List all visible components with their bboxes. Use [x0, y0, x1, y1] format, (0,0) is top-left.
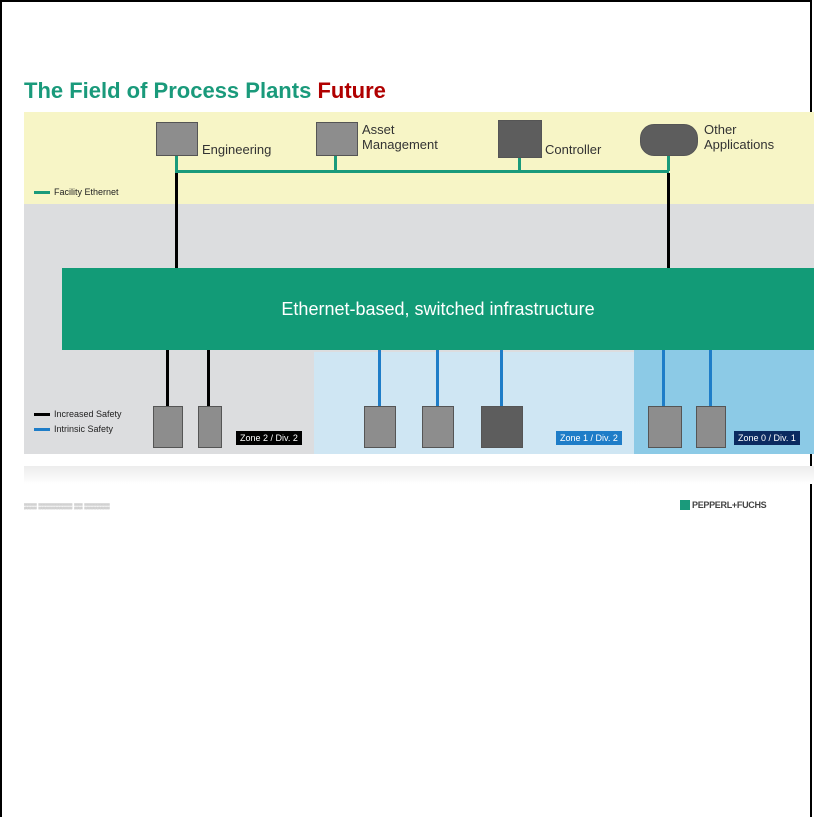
- zone0-label: Zone 0 / Div. 1: [734, 431, 800, 445]
- slide-title: The Field of Process Plants Future: [24, 78, 386, 104]
- drop-zone1-a: [378, 350, 381, 408]
- increased-safety-label: Increased Safety: [54, 409, 122, 419]
- drop-zone0-b: [709, 350, 712, 408]
- drop-zone2-a: [166, 350, 169, 408]
- field-device-icon: [153, 406, 183, 448]
- title-highlight: Future: [317, 78, 386, 103]
- node-label-asset: Asset Management: [362, 122, 438, 152]
- field-device-icon: [364, 406, 396, 448]
- intrinsic-safety-legend: Intrinsic Safety: [34, 424, 113, 434]
- pepperl-fuchs-logo: PEPPERL+FUCHS: [680, 500, 767, 510]
- cloud-icon: [640, 124, 698, 156]
- drop-engineering: [175, 155, 178, 171]
- node-label-other: Other Applications: [704, 122, 775, 152]
- logo-mark-icon: [680, 500, 690, 510]
- footer-divider: [24, 466, 814, 484]
- drop-asset: [334, 155, 337, 171]
- facility-legend-label: Facility Ethernet: [54, 187, 119, 197]
- intrinsic-safety-label: Intrinsic Safety: [54, 424, 114, 434]
- ethernet-infrastructure: Ethernet-based, switched infrastructure: [62, 268, 814, 350]
- blue-swatch: [34, 427, 50, 431]
- drop-other: [667, 155, 670, 171]
- black-swatch: [34, 412, 50, 416]
- field-device-icon: [648, 406, 682, 448]
- node-label-controller: Controller: [545, 142, 602, 157]
- drop-zone1-c: [500, 350, 503, 408]
- zone1-label: Zone 1 / Div. 2: [556, 431, 622, 445]
- footer-note: ▒▒▒ ▒▒▒▒▒▒▒▒ ▒▒ ▒▒▒▒▒▒: [24, 504, 110, 510]
- field-device-icon: [198, 406, 222, 448]
- title-main: The Field of Process Plants: [24, 78, 312, 103]
- field-device-icon: [696, 406, 726, 448]
- drop-zone2-b: [207, 350, 210, 408]
- drop-zone1-b: [436, 350, 439, 408]
- laptop-icon: [316, 122, 358, 156]
- drop-zone0-a: [662, 350, 665, 408]
- facility-bus: [175, 170, 669, 173]
- drop-controller: [518, 155, 521, 171]
- increased-safety-legend: Increased Safety: [34, 409, 122, 419]
- uplink-left: [175, 173, 178, 268]
- facility-ethernet-legend: Facility Ethernet: [34, 187, 119, 197]
- logo-text: PEPPERL+FUCHS: [692, 500, 767, 510]
- laptop-icon: [156, 122, 198, 156]
- teal-swatch: [34, 190, 50, 194]
- node-label-engineering: Engineering: [202, 142, 272, 157]
- remote-io-icon: [481, 406, 523, 448]
- uplink-right: [667, 173, 670, 268]
- zone2-label: Zone 2 / Div. 2: [236, 431, 302, 445]
- field-device-icon: [422, 406, 454, 448]
- controller-icon: [498, 120, 542, 158]
